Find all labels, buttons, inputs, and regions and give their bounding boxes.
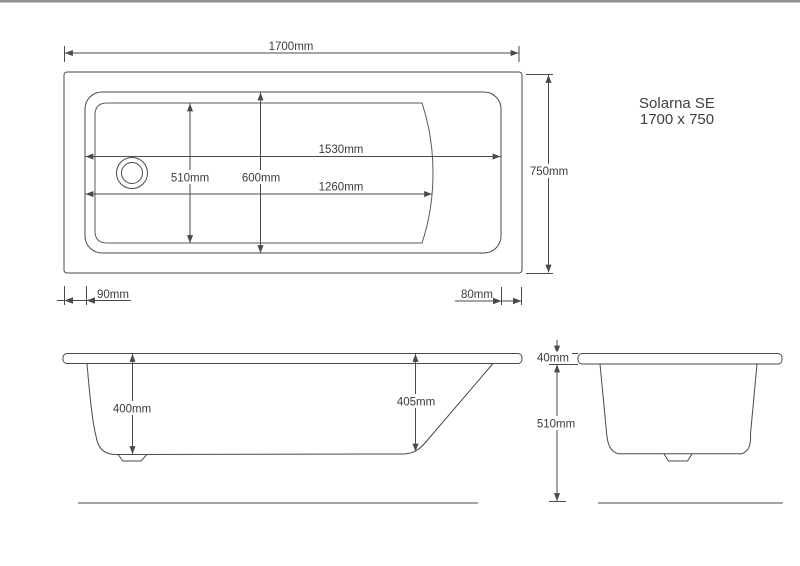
side-adjustable-foot (117, 454, 148, 462)
dim-label-750mm: 750mm (530, 166, 568, 178)
end-adjustable-foot (663, 453, 693, 462)
end-elevation: 40mm 510mm (533, 340, 783, 504)
end-rim-flange (577, 353, 783, 365)
dim-label-1260mm: 1260mm (319, 182, 364, 194)
dim-depth-right: 405mm (392, 354, 440, 452)
end-bath-body (599, 363, 758, 455)
dim-overall-width: 750mm (526, 74, 572, 274)
dim-label-1530mm: 1530mm (319, 144, 364, 156)
dim-rim-length: 1530mm (85, 144, 501, 160)
side-rim-flange (62, 353, 523, 364)
title-block: Solarna SE 1700 x 750 (639, 95, 715, 128)
dim-right-deck: 80mm (455, 287, 522, 305)
dim-label-40mm: 40mm (537, 353, 569, 365)
bath-floor-outline-plan (94, 102, 434, 244)
dim-total-height: 510mm (533, 364, 579, 502)
dim-label-510mm-end: 510mm (537, 419, 575, 431)
bath-inner-rim-plan (84, 91, 502, 254)
product-name: Solarna SE (639, 95, 715, 112)
dim-label-510mm-plan: 510mm (171, 173, 209, 185)
dim-rim-height: 40mm (535, 340, 572, 365)
dim-label-90mm: 90mm (97, 289, 129, 301)
dim-depth-left: 400mm (108, 354, 156, 454)
dim-overall-length: 1700mm (64, 41, 520, 62)
dim-label-405mm: 405mm (397, 397, 435, 409)
bath-outer-rim-plan (63, 71, 523, 274)
dim-label-600mm: 600mm (242, 173, 280, 185)
dim-label-400mm: 400mm (113, 404, 151, 416)
dim-label-1700mm: 1700mm (269, 41, 314, 53)
product-size: 1700 x 750 (640, 111, 714, 128)
dim-rim-width: 600mm (238, 92, 284, 253)
dim-floor-width: 510mm (167, 103, 213, 243)
waste-drain-inner-circle (121, 162, 143, 184)
side-elevation: 400mm 405mm (62, 353, 523, 504)
sheet-top-border (0, 0, 800, 3)
dim-label-80mm: 80mm (461, 289, 493, 301)
plan-view: 1700mm 750mm 1530mm 1260mm 600mm (57, 41, 572, 305)
dim-left-deck: 90mm (57, 286, 131, 305)
